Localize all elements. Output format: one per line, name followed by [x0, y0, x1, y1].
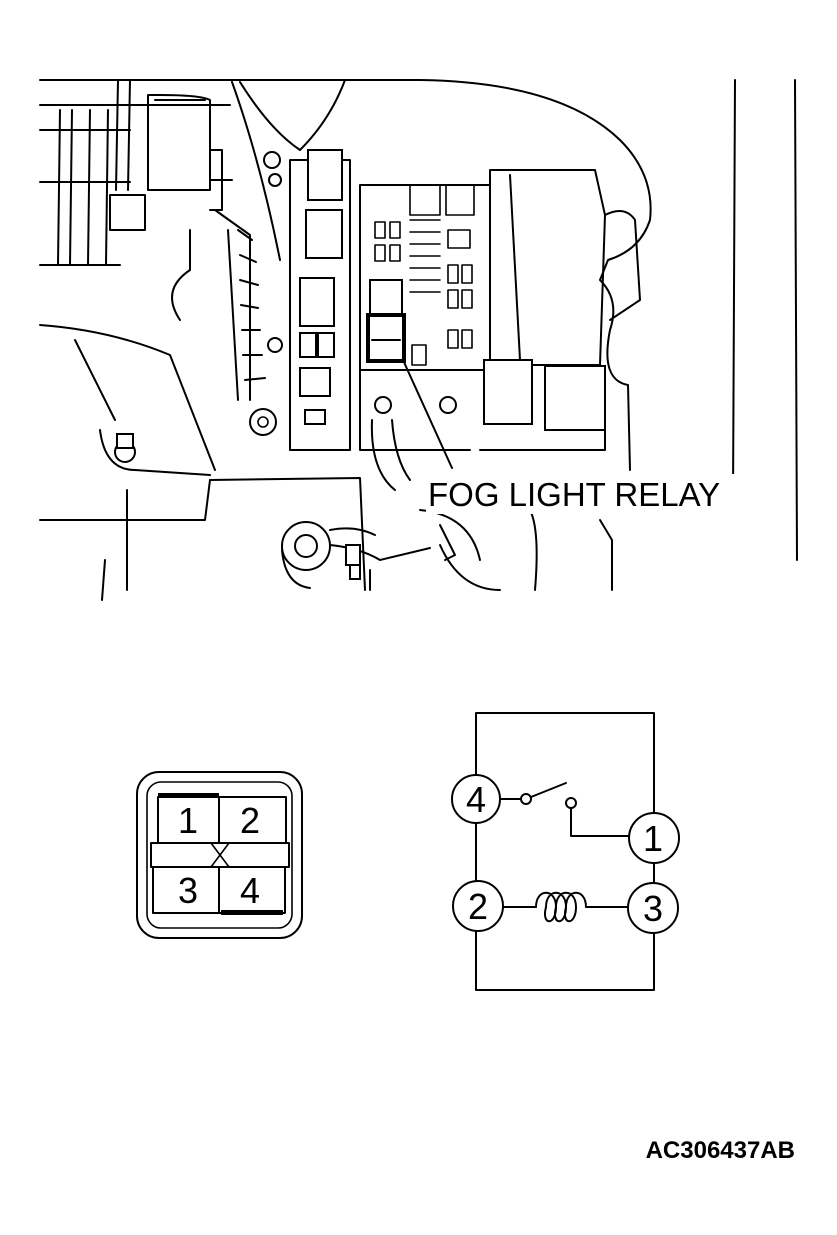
fog-light-relay [366, 313, 406, 363]
right-relay-box [479, 169, 641, 451]
bolt-icons [249, 151, 457, 436]
terminal-1-label: 1 [643, 818, 663, 859]
ribbed-bracket [209, 149, 266, 401]
radiator-grid [39, 79, 231, 266]
connector-pin-3: 3 [178, 870, 198, 911]
figure-code: AC306437AB [646, 1137, 795, 1164]
engine-bay-illustration: FOG LIGHT RELAY [39, 79, 798, 601]
callout-leader-line [402, 359, 453, 469]
fuse-box [359, 184, 491, 451]
connector-pin-4: 4 [240, 870, 260, 911]
lower-hoses [281, 419, 613, 591]
connector-pin-2: 2 [240, 800, 260, 841]
terminal-4-label: 4 [466, 779, 486, 820]
terminal-2-label: 2 [468, 886, 488, 927]
relay-connector-face: 1 2 3 4 [136, 771, 303, 939]
fog-light-relay-label: FOG LIGHT RELAY [428, 476, 720, 513]
relay-circuit-schematic: 4 1 2 3 [451, 712, 680, 991]
relay-column [289, 149, 351, 451]
terminal-3-label: 3 [643, 888, 663, 929]
connector-pin-1: 1 [178, 800, 198, 841]
